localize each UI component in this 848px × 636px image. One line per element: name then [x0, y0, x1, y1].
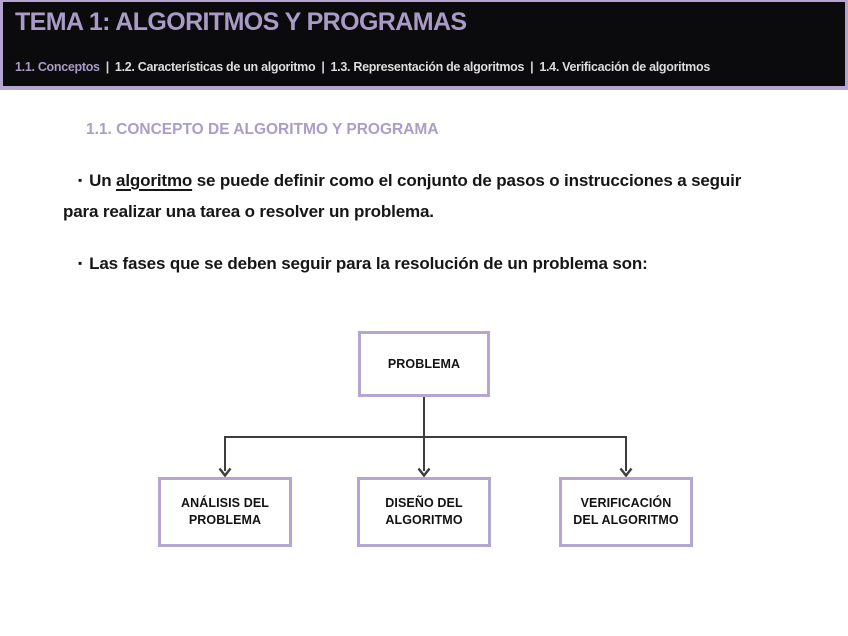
box-label-line2: PROBLEMA	[188, 513, 262, 527]
nav-separator: |	[105, 60, 110, 74]
algoritmo-keyword: algoritmo	[116, 171, 193, 190]
flowchart-box-analisis: ANÁLISIS DEL PROBLEMA	[158, 477, 292, 547]
box-label-line1: VERIFICACIÓN	[580, 496, 672, 510]
flowchart-box-diseno: DISEÑO DEL ALGORITMO	[357, 477, 491, 547]
bullet-square-icon: ▪	[78, 173, 83, 187]
box-label-line1: ANÁLISIS DEL	[180, 496, 269, 510]
paragraph-text-prefix: Un	[89, 171, 117, 190]
paragraph-text: Las fases que se deben seguir para la re…	[89, 254, 648, 273]
paragraph-text-suffix: se puede definir como el conjunto de pas…	[63, 171, 742, 221]
nav-item-caracteristicas: 1.2. Características de un algoritmo	[114, 60, 316, 74]
nav-item-conceptos: 1.1. Conceptos	[15, 60, 100, 74]
topic-nav: 1.1. Conceptos | 1.2. Características de u…	[15, 60, 710, 74]
bullet-square-icon: ▪	[78, 256, 83, 270]
box-label-line1: DISEÑO DEL	[385, 496, 463, 510]
slide-title: TEMA 1: ALGORITMOS Y PROGRAMAS	[15, 8, 467, 36]
header-banner: TEMA 1: ALGORITMOS Y PROGRAMAS 1.1. Conc…	[0, 0, 848, 90]
box-label: PROBLEMA	[387, 356, 461, 371]
nav-item-verificacion: 1.4. Verificación de algoritmos	[539, 60, 710, 74]
arrowhead-right-icon	[619, 467, 633, 478]
arrowhead-middle-icon	[417, 467, 431, 478]
nav-item-representacion: 1.3. Representación de algoritmos	[330, 60, 525, 74]
paragraph-phases: ▪ Las fases que se deben seguir para la r…	[63, 249, 769, 280]
nav-separator: |	[530, 60, 534, 74]
box-label-line2: ALGORITMO	[385, 513, 463, 527]
nav-separator: |	[321, 60, 325, 74]
section-heading: 1.1. CONCEPTO DE ALGORITMO Y PROGRAMA	[86, 121, 439, 138]
flowchart-box-verificacion: VERIFICACIÓN DEL ALGORITMO	[559, 477, 693, 547]
flowchart-box-problema: PROBLEMA	[358, 331, 490, 397]
paragraph-definition: ▪ Un algoritmo se puede definir como el c…	[63, 166, 769, 226]
arrowhead-left-icon	[218, 467, 232, 478]
box-label-line2: DEL ALGORITMO	[573, 513, 679, 527]
